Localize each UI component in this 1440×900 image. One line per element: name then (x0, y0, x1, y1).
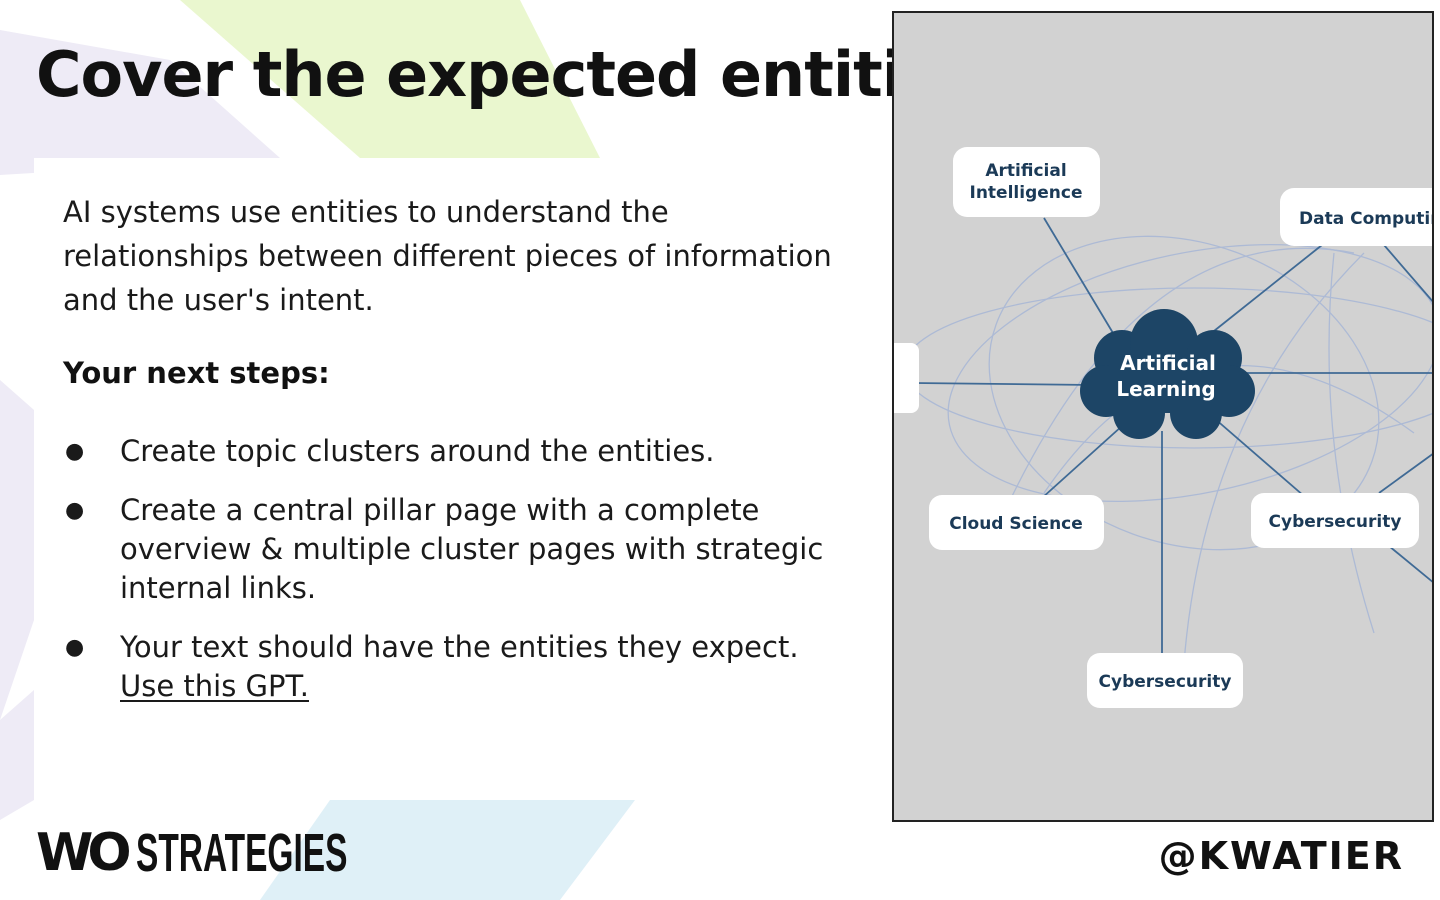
content-card (34, 158, 884, 798)
bullet-icon: ● (65, 498, 85, 523)
use-gpt-link[interactable]: Use this GPT. (120, 669, 309, 703)
logo-mark: WO (36, 823, 132, 883)
entity-diagram-image: Artificial Learning Artificial Intellige… (892, 11, 1434, 822)
node-label: Cybersecurity (1269, 512, 1402, 532)
node-data-computing: Data Computing (1280, 188, 1432, 246)
center-node-line1: Artificial (1120, 351, 1216, 375)
orbit-lines (903, 235, 1432, 664)
bullet-icon: ● (65, 439, 85, 464)
wo-strategies-logo: WO STRATEGIES (36, 826, 477, 880)
step-text: Create topic clusters around the entitie… (120, 434, 715, 468)
list-item: ● Create topic clusters around the entit… (63, 432, 853, 471)
steps-heading: Your next steps: (63, 356, 330, 390)
steps-list: ● Create topic clusters around the entit… (63, 432, 853, 726)
step-text: Your text should have the entities they … (120, 630, 799, 664)
center-node-line2: Learning (1116, 377, 1215, 401)
connector-lines (913, 217, 1432, 656)
center-cloud-node: Artificial Learning (1080, 309, 1255, 439)
entity-diagram: Artificial Learning Artificial Intellige… (894, 147, 1432, 708)
partial-node (894, 343, 919, 413)
list-item: ● Create a central pillar page with a co… (63, 491, 853, 608)
node-label: Intelligence (970, 183, 1083, 203)
list-item: ● Your text should have the entities the… (63, 628, 853, 706)
node-label: Data Computing (1299, 209, 1432, 229)
node-cybersecurity-right: Cybersecurity (1251, 493, 1419, 548)
node-artificial-intelligence: Artificial Intelligence (953, 147, 1100, 217)
slide-title: Cover the expected entities (36, 38, 980, 111)
bullet-icon: ● (65, 635, 85, 660)
node-label: Cybersecurity (1099, 672, 1232, 692)
logo-text: STRATEGIES (135, 823, 348, 883)
node-label: Artificial (985, 161, 1066, 181)
node-cybersecurity-bottom: Cybersecurity (1087, 653, 1243, 708)
author-handle: @KWATIER (1158, 834, 1404, 878)
node-cloud-science: Cloud Science (929, 495, 1104, 550)
step-text: Create a central pillar page with a comp… (120, 493, 824, 605)
intro-paragraph: AI systems use entities to understand th… (63, 195, 832, 317)
node-label: Cloud Science (949, 514, 1083, 534)
